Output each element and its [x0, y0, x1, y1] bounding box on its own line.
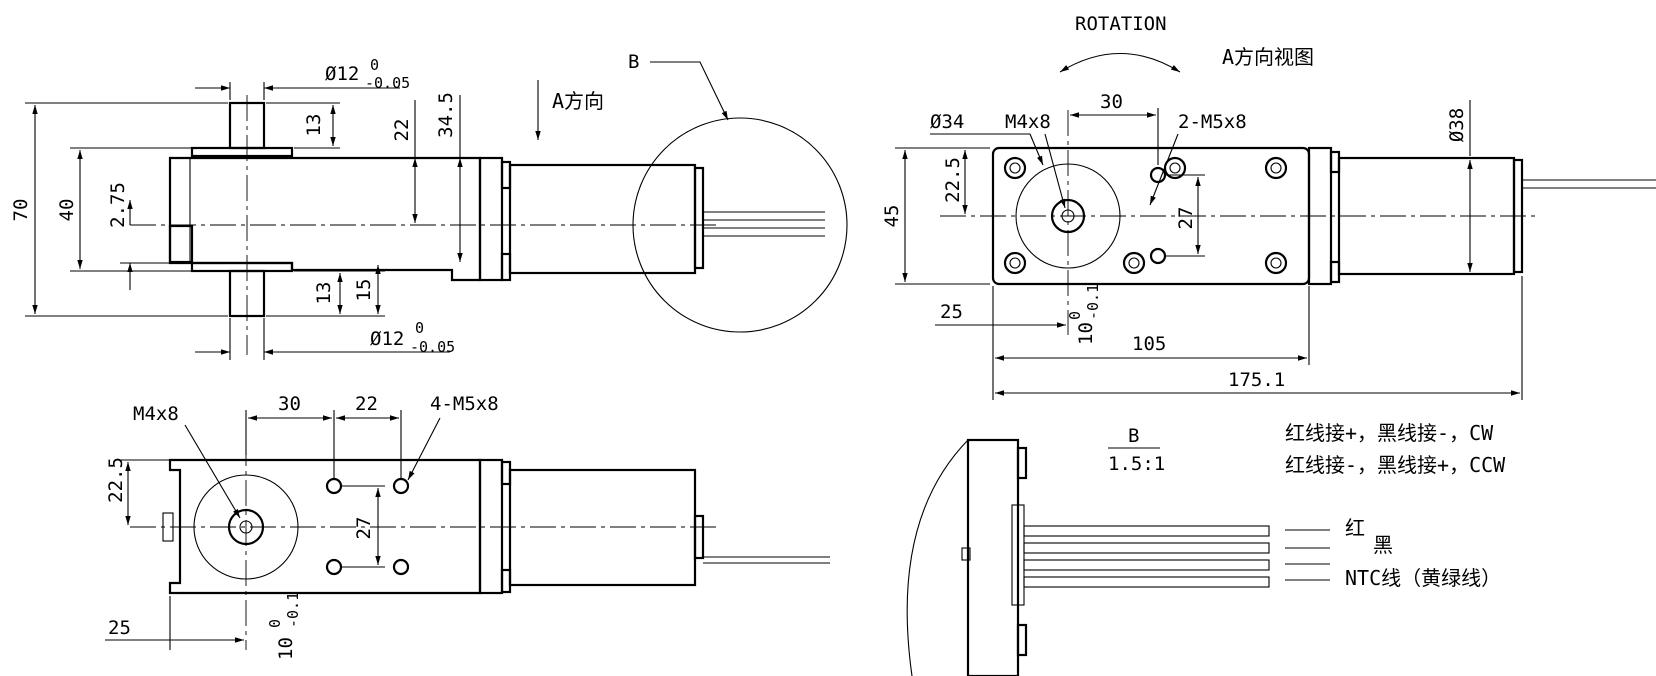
- dim-hole-pitch-bl: 27: [353, 517, 375, 540]
- detail-b-endcap: [966, 438, 1020, 676]
- detail-b-title: B: [1128, 425, 1139, 447]
- dim-holes-spacing: 30: [1100, 91, 1123, 113]
- rotation-arrow: [1059, 52, 1181, 73]
- mount-hole-tr: [1264, 156, 1288, 180]
- motor-body: [508, 163, 697, 275]
- dim-shaft-bottom-tol-lower: -0.05: [410, 338, 455, 356]
- detail-b-scale: 1.5:1: [1108, 453, 1165, 475]
- mount-hole-br: [1264, 251, 1288, 275]
- dim-spacing-b-bl: 22: [355, 393, 378, 415]
- detail-b-circle: [632, 117, 848, 333]
- flange-screw-bottom: [500, 252, 512, 282]
- mount-hole-tl: [1003, 156, 1027, 180]
- dim-34-5: 34.5: [435, 92, 457, 138]
- top-shaft-collar: [190, 146, 294, 158]
- mount-hole-bl: [1003, 251, 1027, 275]
- dim-shaft-bottom-tol-upper: 0: [415, 319, 424, 337]
- wire-ntc-label: NTC线（黄绿线）: [1345, 566, 1501, 590]
- dim-thread-center-right: M4x8: [1005, 111, 1051, 133]
- gearbox-body: [168, 156, 482, 282]
- dim-spacing-a-bl: 30: [278, 393, 301, 415]
- detail-b-view: B 1.5:1 红线接+，黑线接-，CW 红线接-，黑线接+，CCW 红 黑 N…: [906, 421, 1506, 676]
- dim-shaft-top-tol-lower: -0.05: [365, 74, 410, 92]
- detail-b-leader: [650, 61, 729, 121]
- dim-shaft-bottom-dia: Ø12: [370, 328, 404, 350]
- dim-shaft-top-tol-upper: 0: [370, 56, 379, 74]
- dim-vertical-half-bl: 22.5: [105, 457, 127, 503]
- side-view-top-left: 70 40 2.75 Ø12 0 -0.05 13 22 34.5: [10, 56, 720, 360]
- motor-flange-bl: [478, 458, 504, 595]
- dim-gearbox-length: 105: [1132, 333, 1166, 355]
- wire-red-label: 红: [1345, 516, 1365, 540]
- hole-bl-2: [392, 477, 410, 495]
- motor-body-bl: [508, 468, 697, 587]
- dim-height-45: 45: [881, 205, 903, 228]
- dim-shaft-tol-upper-bl: 0: [266, 619, 284, 628]
- motor-endcap: [693, 166, 705, 270]
- dim-edge-offset-bl: 25: [108, 617, 131, 639]
- wiring-note-2: 红线接-，黑线接+，CCW: [1285, 453, 1506, 477]
- dim-2-75: 2.75: [107, 182, 129, 228]
- dim-hole-pitch-right: 27: [1175, 207, 1197, 230]
- dim-shaft-tol-upper-right: 0: [1066, 311, 1084, 320]
- gearbox-face-bl: [168, 458, 482, 595]
- detail-b-callout: B: [628, 51, 848, 333]
- bottom-shaft-collar: [190, 261, 294, 273]
- direction-a-label: A方向: [552, 89, 604, 113]
- threaded-hole-bottom: [1149, 247, 1167, 265]
- motor-endcap-bl: [693, 514, 705, 560]
- dim-total-length: 175.1: [1228, 369, 1285, 391]
- dim-vertical-half-right: 22.5: [942, 157, 964, 203]
- gearbox-step: [168, 224, 194, 264]
- dim-mount-holes-right: 2-M5x8: [1178, 111, 1247, 133]
- threaded-hole-top: [1149, 166, 1167, 184]
- dim-shaft-tol-lower-right: -0.1: [1084, 284, 1102, 320]
- dim-motor-dia: Ø38: [1446, 108, 1468, 142]
- hole-bl-4: [392, 558, 410, 576]
- dim-40: 40: [56, 199, 78, 222]
- hole-bl-3: [325, 558, 343, 576]
- wiring-note-1: 红线接+，黑线接-，CW: [1285, 421, 1494, 445]
- dim-13-bottom: 13: [313, 282, 335, 305]
- dim-22: 22: [391, 119, 413, 142]
- motor-flange: [478, 156, 504, 282]
- dim-shaft-dia-right: 10: [1075, 322, 1097, 345]
- detail-b-wire-bundle: [1023, 525, 1270, 588]
- dim-thread-center-bl: M4x8: [133, 403, 179, 425]
- detail-b-grommet: [1011, 504, 1025, 606]
- detail-b-arc: [906, 439, 969, 676]
- dim-mount-holes-bl: 4-M5x8: [430, 393, 499, 415]
- dim-shaft-tol-lower-bl: -0.1: [284, 592, 302, 628]
- hole-bl-1: [325, 477, 343, 495]
- dim-shaft-top-dia: Ø12: [325, 63, 359, 85]
- dim-flange-dia: Ø34: [930, 111, 964, 133]
- front-view-bottom-left: M4x8 30 22 4-M5x8 22.5 27 25 10 0 -0.1: [105, 393, 830, 660]
- dim-15: 15: [353, 279, 375, 302]
- front-view-top-right: ROTATION A方向视图: [881, 13, 1656, 400]
- rotation-label: ROTATION: [1075, 13, 1167, 35]
- flange-screw-top: [500, 160, 512, 190]
- wire-black-label: 黑: [1373, 533, 1393, 557]
- dim-13-top: 13: [303, 114, 325, 137]
- detail-b-wires: [703, 211, 825, 237]
- dim-shaft-dia-bl: 10: [275, 637, 297, 660]
- dim-70: 70: [10, 199, 32, 222]
- dim-edge-offset-right: 25: [940, 301, 963, 323]
- mount-hole-bm: [1122, 251, 1146, 275]
- detail-b-letter: B: [628, 51, 639, 73]
- view-title: A方向视图: [1222, 45, 1314, 69]
